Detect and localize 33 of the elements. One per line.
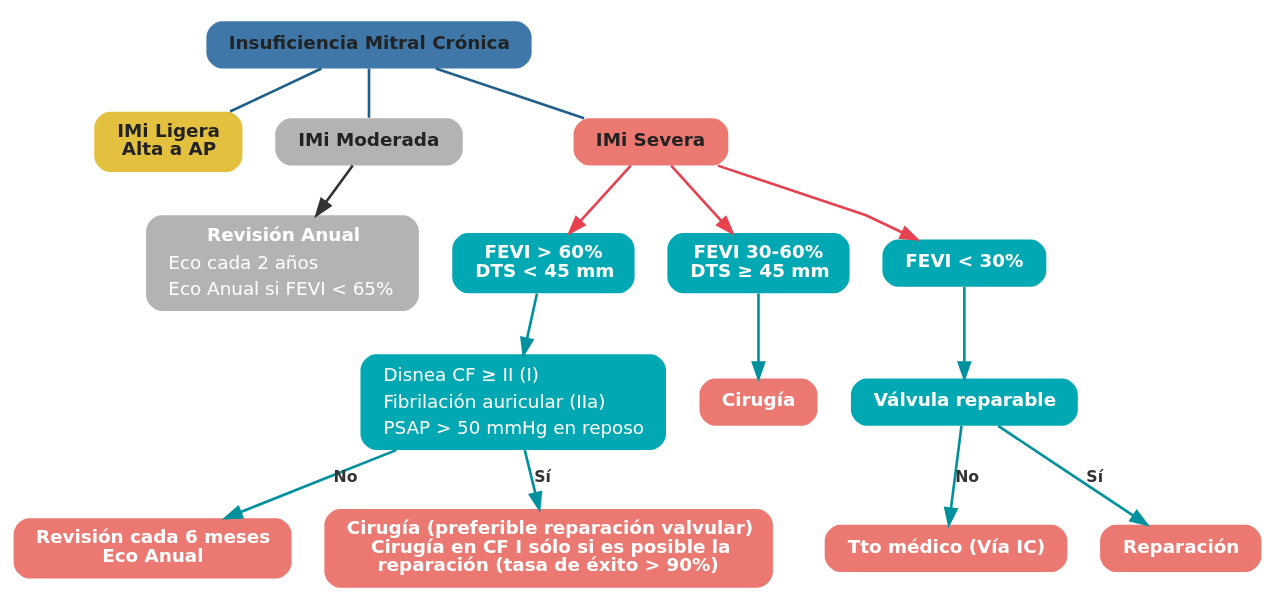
node-box: IMi Severa: [573, 117, 729, 165]
arrow: [751, 292, 766, 382]
node-box: FEVI < 30%: [882, 239, 1047, 287]
node-box: Válvula reparable: [850, 378, 1078, 426]
arrow: [567, 164, 632, 236]
connector: [367, 68, 371, 118]
node-box: Revisión Anual Eco cada 2 años Eco Anual si FEVI < 65%: [146, 214, 419, 311]
arrow: [670, 164, 735, 236]
node-box: IMi Moderada: [275, 117, 463, 165]
node-box: FEVI > 60% DTS < 45 mm: [452, 232, 635, 293]
edge-label: No: [333, 466, 358, 486]
node-box: Revisión cada 6 meses Eco Anual: [13, 517, 292, 579]
edge-label: Sí: [534, 466, 551, 486]
arrow: [943, 425, 963, 528]
arrow: [717, 163, 921, 241]
arrow: [957, 286, 972, 382]
node-box: Insuficiencia Mitral Crónica: [206, 20, 532, 68]
node-box: Reparación: [1100, 524, 1262, 572]
node-box: IMi Ligera Alta a AP: [94, 111, 243, 172]
arrow: [523, 449, 543, 513]
arrow: [997, 424, 1151, 527]
node-box: FEVI 30-60% DTS ≥ 45 mm: [667, 232, 850, 293]
node-box: Tto médico (Vía IC): [824, 524, 1068, 572]
edge-label: No: [955, 466, 980, 486]
connector: [435, 66, 585, 119]
node-box: Disnea CF ≥ II (I) Fibrilación auricular (IIa) PSAP > 50 mmHg en reposo: [360, 353, 666, 450]
node-box: Cirugía: [699, 378, 818, 426]
edge-label: Sí: [1086, 466, 1104, 486]
connector: [229, 66, 322, 113]
node-box: Cirugía (preferible reparación valvular) Cirugía en CF I sólo si es posible la reparación (tasa de éxito > 90%): [324, 508, 773, 588]
arrow: [221, 448, 397, 520]
arrow: [314, 164, 354, 218]
arrow: [520, 292, 539, 358]
